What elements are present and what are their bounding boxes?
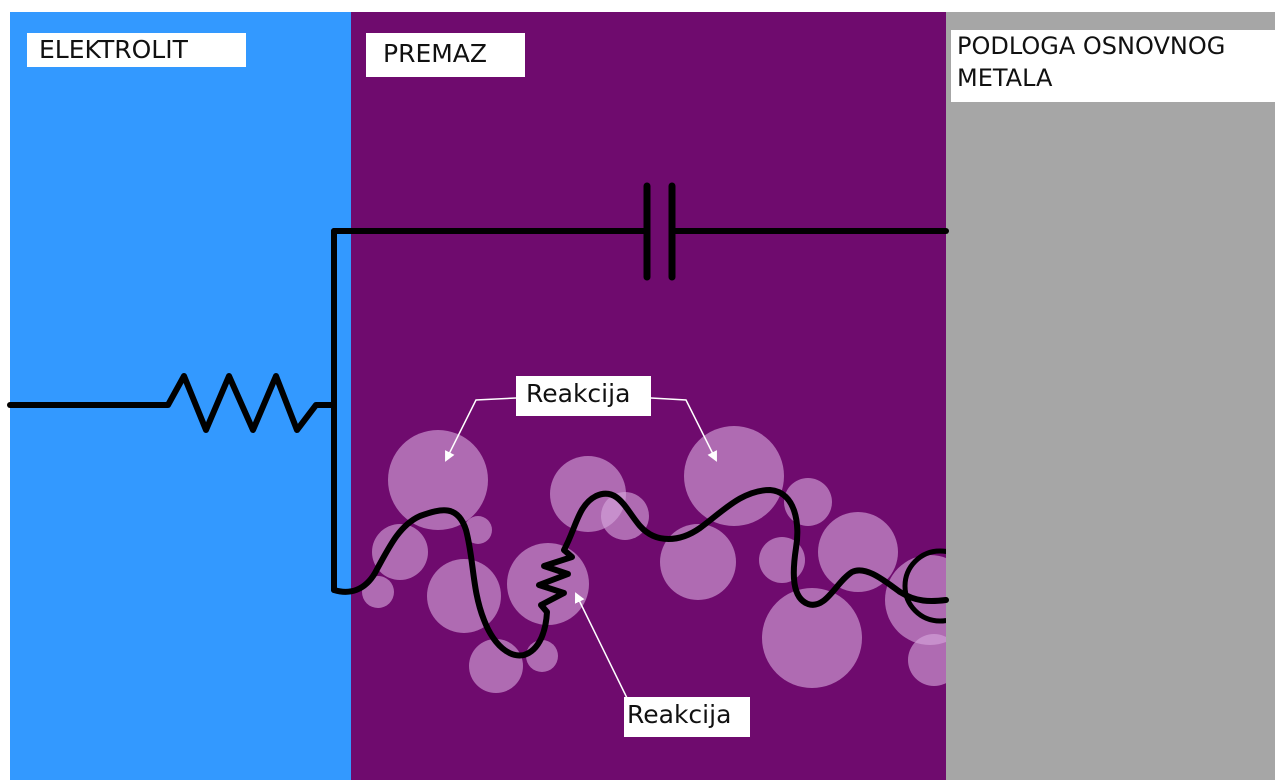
electrolyte-label: ELEKTROLIT	[27, 33, 246, 67]
pore-bubble	[469, 639, 523, 693]
pore-path-wire	[331, 507, 550, 659]
pore-bubble	[601, 492, 649, 540]
pore-bubble	[908, 634, 946, 686]
reaction-label-top: Reakcija	[516, 376, 651, 416]
resistor-icon	[165, 373, 333, 433]
capacitor-icon	[643, 182, 676, 281]
pore-bubble	[526, 640, 558, 672]
pore-path-wire-continued	[561, 486, 949, 608]
reaction-arrow-top-left	[445, 397, 517, 462]
electrolyte-zone	[10, 12, 351, 780]
pore-bubble	[684, 426, 784, 526]
pore-resistor-icon	[536, 547, 575, 614]
pore-bubble	[818, 512, 898, 592]
pore-particles	[362, 426, 946, 693]
substrate-label: PODLOGA OSNOVNOG METALA	[951, 30, 1275, 102]
pore-bubble	[372, 524, 428, 580]
pore-bubble	[388, 430, 488, 530]
pore-loop-wire	[902, 548, 946, 624]
pore-bubble	[660, 524, 736, 600]
reaction-arrow-top-right	[650, 397, 717, 462]
pore-bubble	[427, 559, 501, 633]
reaction-arrow-bottom	[574, 592, 628, 699]
coating-label: PREMAZ	[366, 33, 525, 77]
pore-bubble	[762, 588, 862, 688]
pore-bubble	[464, 516, 492, 544]
reaction-label-bottom: Reakcija	[624, 697, 750, 737]
substrate-zone	[946, 12, 1275, 780]
